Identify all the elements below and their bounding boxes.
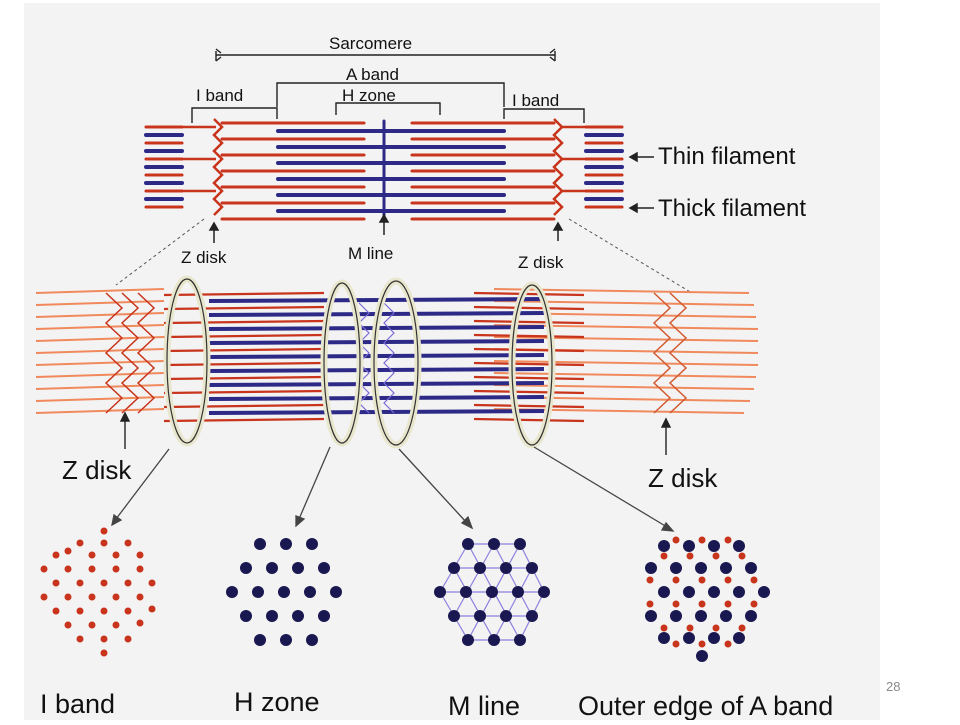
thin-filaments: [144, 121, 624, 221]
cross-section-m-line: [434, 538, 550, 646]
i-band-top-left-label: I band: [196, 86, 243, 105]
sarcomere-label: Sarcomere: [329, 34, 412, 53]
thin-bundle-red: [163, 291, 585, 423]
z-disk-lattice-left: [104, 292, 156, 414]
top-z-disks: [182, 118, 586, 216]
i-band-right-bracket: [503, 108, 585, 123]
cross-section-i-band: [40, 527, 156, 657]
m-line-section-label: M line: [448, 691, 520, 720]
brackets: [191, 48, 585, 123]
sarcomere-bracket: [215, 51, 556, 61]
projection-lines: [115, 218, 693, 294]
z-disk-lattice-right: [652, 292, 688, 414]
h-zone-label: H zone: [342, 86, 396, 105]
sarcomere-bracket-arrows: [215, 48, 556, 62]
filament-arrows: [208, 151, 654, 243]
thin-filament-label: Thin filament: [658, 143, 796, 170]
z-disk-top-right-label: Z disk: [518, 253, 564, 272]
z-disk-right-label: Z disk: [648, 463, 718, 493]
cross-section-h-zone: [226, 538, 342, 646]
thick-filament-label: Thick filament: [658, 195, 806, 222]
a-band-label: A band: [346, 65, 399, 84]
h-zone-section-label: H zone: [234, 687, 320, 717]
h-zone-bracket: [335, 102, 441, 115]
slide-number: 28: [886, 679, 901, 694]
thick-filaments: [144, 119, 624, 217]
thin-bundle-light: [35, 288, 759, 414]
i-band-section-label: I band: [40, 689, 115, 719]
myofibril-3d: Z disk Z disk: [35, 275, 759, 532]
i-band-left-bracket: [191, 107, 278, 123]
outer-edge-a-band-label: Outer edge of A band: [578, 691, 833, 720]
z-disk-right-line: [552, 118, 564, 216]
a-band-bracket: [276, 82, 505, 107]
muscle-sarcomere-figure: Sarcomere A band H zone I band I band Th…: [24, 3, 880, 721]
z-disk-arrows: [119, 411, 672, 455]
sarcomere-diagram: Sarcomere A band H zone I band I band Th…: [35, 34, 833, 721]
z-disk-left-line: [212, 118, 224, 216]
z-disk-left-label: Z disk: [62, 455, 132, 485]
z-disk-top-left-label: Z disk: [181, 248, 227, 267]
section-rings: [163, 275, 556, 449]
section-arrows: [111, 446, 675, 532]
m-line-top-label: M line: [348, 244, 393, 263]
top-sarcomere: Sarcomere A band H zone I band I band Th…: [115, 34, 806, 294]
cross-section-outer-a-band: [645, 536, 770, 662]
i-band-top-right-label: I band: [512, 91, 559, 110]
